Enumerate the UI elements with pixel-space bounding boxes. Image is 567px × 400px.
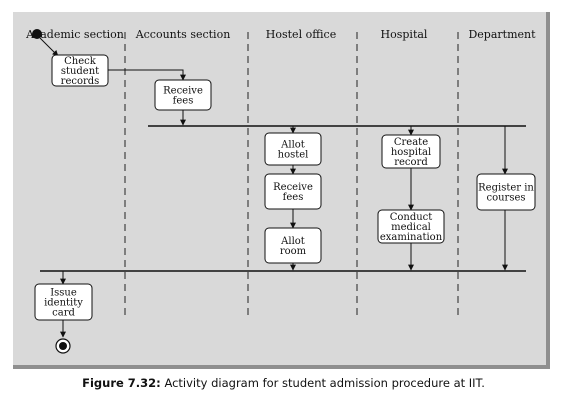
activity-box [264, 227, 322, 264]
initial-node [32, 29, 42, 39]
activity-label-line: records [61, 76, 100, 87]
final-node-dot [59, 342, 67, 350]
activity-box [51, 54, 109, 87]
lane-title-accounts: Accounts section [135, 28, 231, 41]
lane-title-hospital: Hospital [381, 28, 428, 41]
activity-box [264, 132, 322, 166]
activity-label-line: examination [380, 232, 443, 243]
activity-label-line: room [280, 246, 307, 257]
activity-label-line: Create [394, 137, 428, 148]
activity-label-line: Conduct [390, 212, 433, 223]
activity-box [476, 173, 536, 211]
activity-box [264, 173, 322, 210]
activity-label-line: courses [486, 193, 525, 204]
activity-label-line: fees [173, 96, 194, 107]
activity-label-line: Receive [273, 182, 313, 193]
figure-caption: Figure 7.32: Activity diagram for studen… [0, 376, 567, 390]
activity-label-line: record [394, 157, 428, 168]
activity-label-line: identity [44, 298, 83, 309]
activity-label-line: card [52, 308, 75, 319]
activity-label-line: Issue [50, 288, 77, 299]
caption-text: Activity diagram for student admission p… [164, 376, 485, 390]
edge-check-to-receive-fees [108, 69, 186, 81]
edge-start-to-check [39, 37, 59, 57]
activity-box [377, 209, 445, 244]
activity-label-line: hostel [278, 150, 309, 161]
lane-title-hostel: Hostel office [266, 28, 336, 41]
caption-label: Figure 7.32: [82, 376, 161, 390]
activity-label-line: student [61, 66, 99, 77]
lane-title-department: Department [468, 28, 536, 41]
activity-label-line: Check [64, 56, 97, 67]
activity-box [381, 134, 441, 169]
activity-label-line: fees [283, 192, 304, 203]
activity-label-line: hospital [391, 147, 431, 158]
activity-label-line: Receive [163, 86, 203, 97]
activity-label-line: Allot [280, 140, 305, 151]
activity-label-line: Register in [478, 183, 534, 194]
lane-title-academic: Academic section [25, 28, 124, 41]
activity-label-line: Allot [280, 236, 305, 247]
activity-box [154, 79, 212, 111]
activity-box [34, 283, 93, 321]
activity-label-line: medical [391, 222, 431, 233]
